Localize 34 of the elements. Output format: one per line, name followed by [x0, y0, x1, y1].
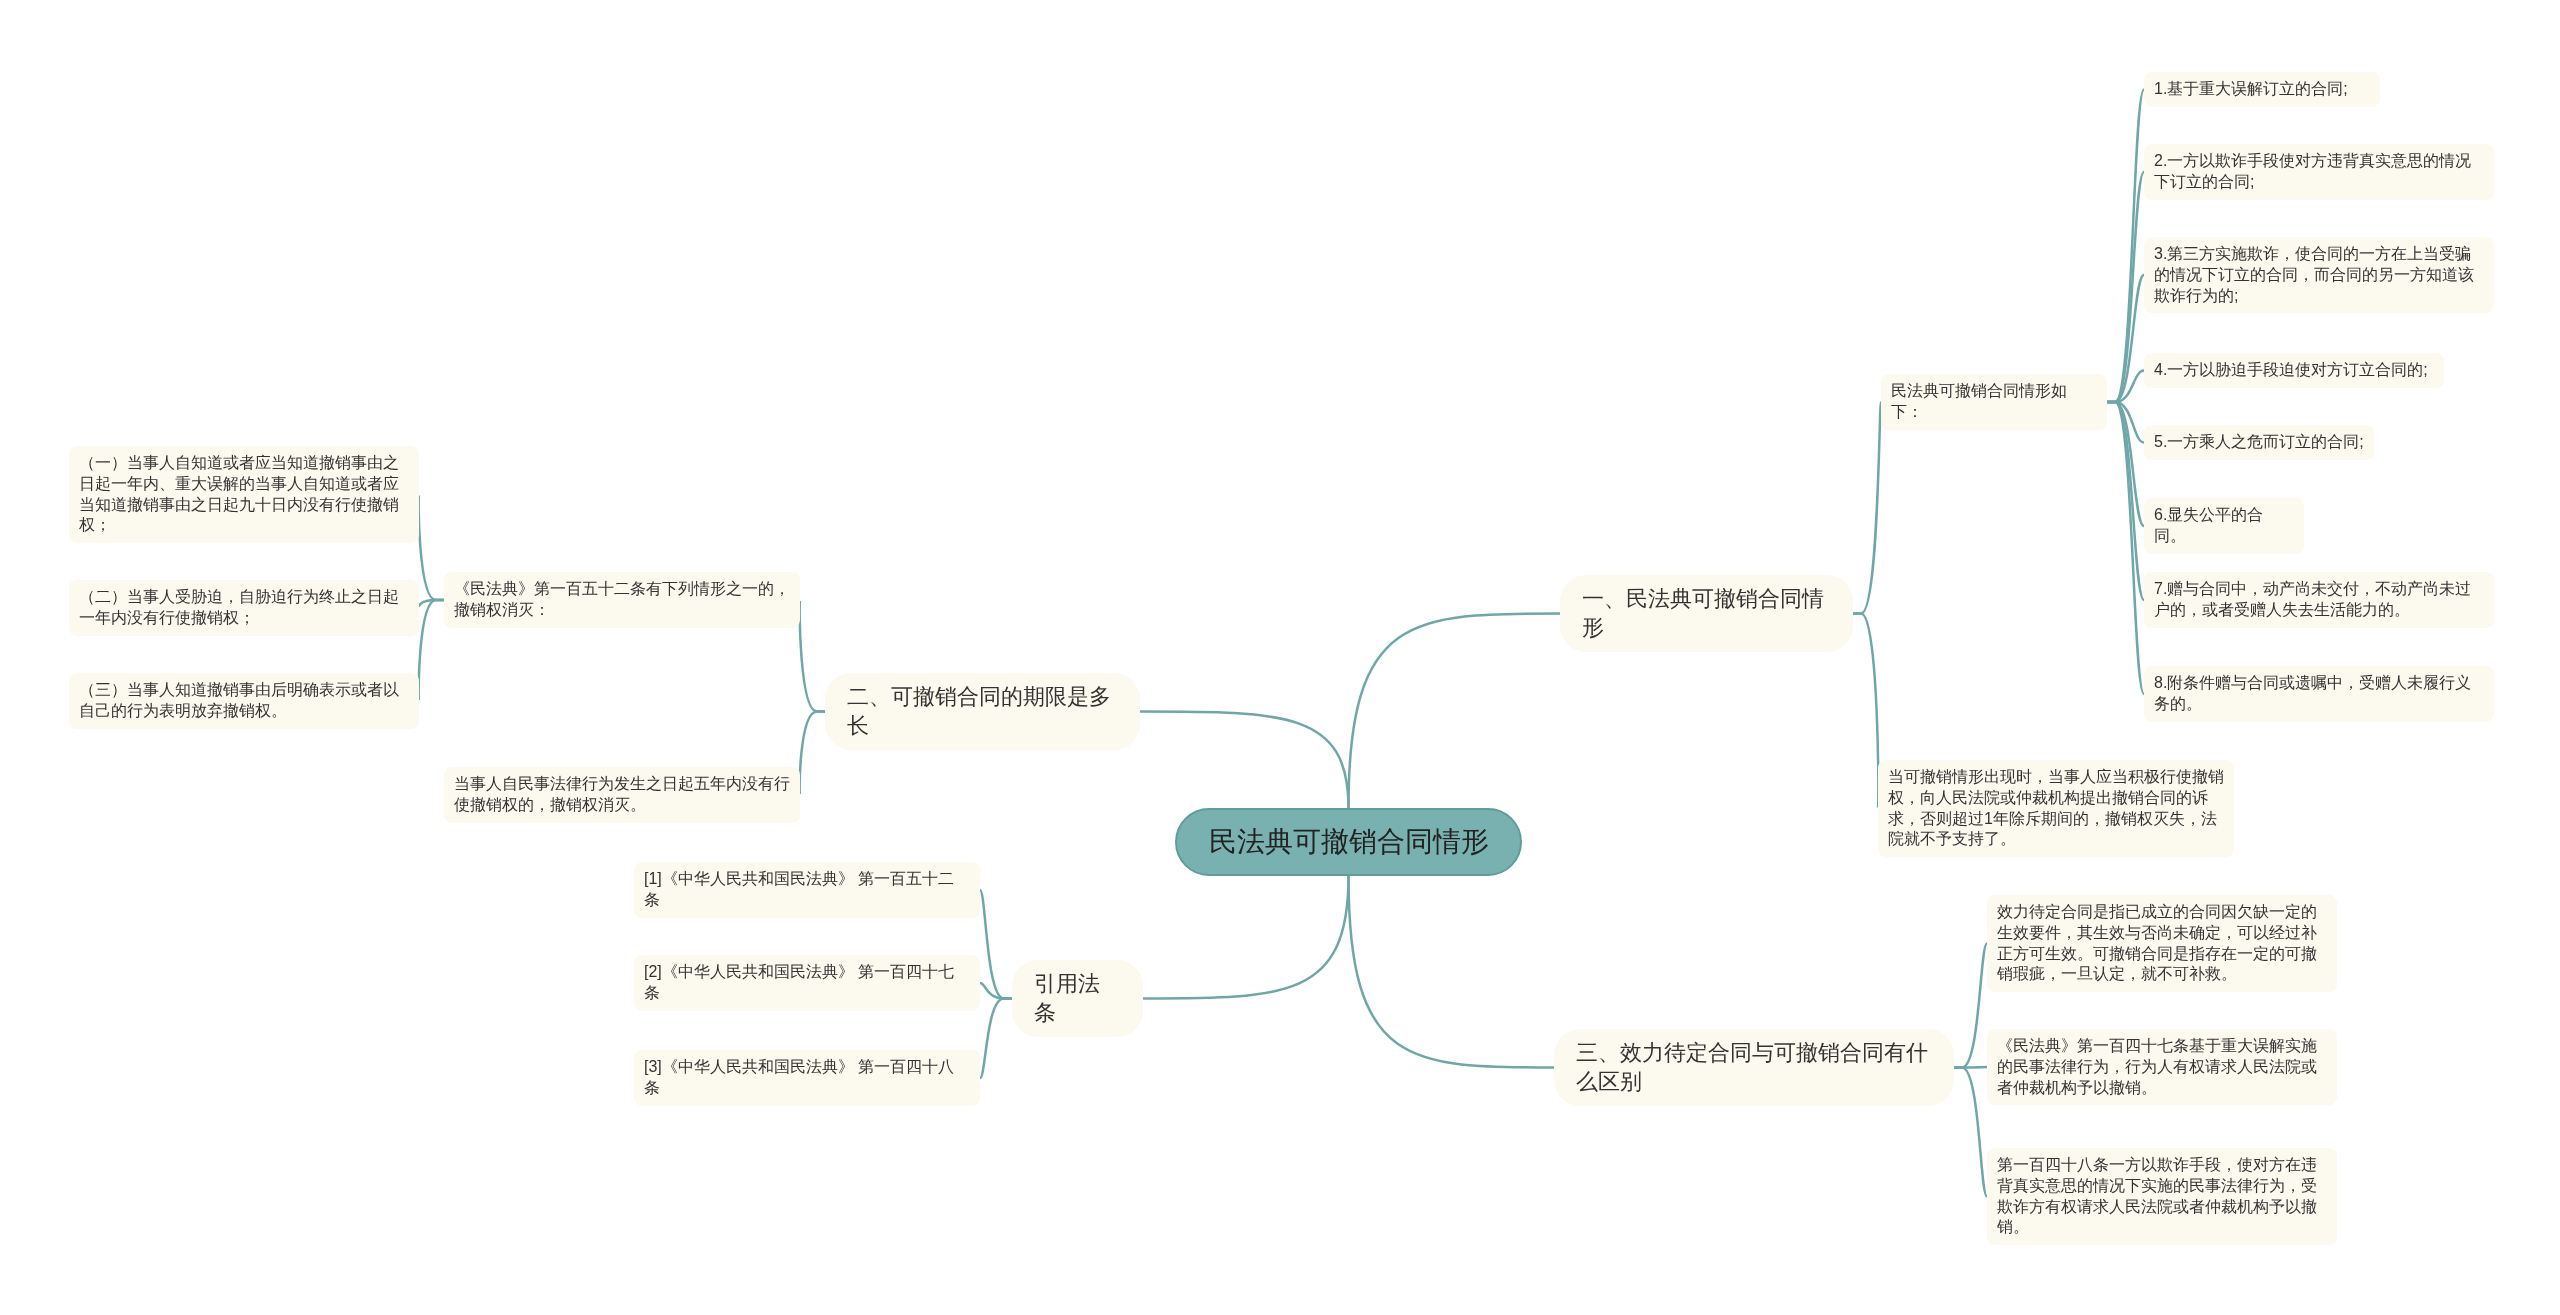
subtopic-box: （三）当事人知道撤销事由后明确表示或者以自己的行为表明放弃撤销权。 [69, 673, 419, 729]
central-topic: 民法典可撤销合同情形 [1175, 808, 1522, 877]
subtopic-box: 1.基于重大误解订立的合同; [2144, 72, 2380, 107]
subtopic-box: 7.赠与合同中，动产尚未交付，不动产尚未过户的，或者受赠人失去生活能力的。 [2144, 572, 2494, 628]
subtopic-box: 3.第三方实施欺诈，使合同的一方在上当受骗的情况下订立的合同，而合同的另一方知道该欺诈行为的; [2144, 237, 2494, 314]
subtopic-box: 效力待定合同是指已成立的合同因欠缺一定的生效要件，其生效与否尚未确定，可以经过补正方可生效。可撤销合同是指存在一定的可撤销瑕疵，一旦认定，就不可补救。 [1987, 895, 2337, 993]
subtopic-box: 4.一方以胁迫手段迫使对方订立合同的; [2144, 353, 2444, 388]
subtopic-box: 5.一方乘人之危而订立的合同; [2144, 425, 2374, 460]
connector-line [417, 598, 444, 702]
branch-topic: 三、效力待定合同与可撤销合同有什么区别 [1554, 1029, 1954, 1107]
subtopic-box: [1]《中华人民共和国民法典》 第一百五十二条 [634, 862, 980, 918]
connector-line [1954, 1066, 1989, 1198]
subtopic-box: 民法典可撤销合同情形如下： [1881, 374, 2107, 430]
branch-topic: 二、可撤销合同的期限是多长 [825, 673, 1140, 751]
connector-line [798, 710, 825, 796]
subtopic-box: 8.附条件赠与合同或遗嘱中，受赠人未履行义务的。 [2144, 666, 2494, 722]
branch-topic: 引用法条 [1012, 960, 1143, 1038]
connector-line [1853, 612, 1880, 809]
subtopic-box: [2]《中华人民共和国民法典》 第一百四十七条 [634, 955, 980, 1011]
connector-line [1140, 710, 1350, 809]
branch-topic: 一、民法典可撤销合同情形 [1560, 575, 1853, 653]
subtopic-box: 《民法典》第一百四十七条基于重大误解实施的民事法律行为，行为人有权请求人民法院或者仲裁机构予以撤销。 [1987, 1029, 2337, 1106]
subtopic-box: （二）当事人受胁迫，自胁迫行为终止之日起一年内没有行使撤销权； [69, 580, 419, 636]
subtopic-box: 2.一方以欺诈手段使对方违背真实意思的情况下订立的合同; [2144, 144, 2494, 200]
connector-line [978, 997, 1012, 1079]
subtopic-box: 《民法典》第一百五十二条有下列情形之一的，撤销权消灭： [444, 572, 800, 628]
subtopic-box: [3]《中华人民共和国民法典》 第一百四十八条 [634, 1050, 980, 1106]
subtopic-box: 当事人自民事法律行为发生之日起五年内没有行使撤销权的，撤销权消灭。 [444, 767, 800, 823]
subtopic-box: 第一百四十八条一方以欺诈手段，使对方在违背真实意思的情况下实施的民事法律行为，受欺诈方有权请求人民法院或者仲裁机构予以撤销。 [1987, 1148, 2337, 1246]
connector-line [1347, 875, 1554, 1069]
subtopic-box: 当可撤销情形出现时，当事人应当积极行使撤销权，向人民法院或仲裁机构提出撤销合同的诉求，否则超过1年除斥期间的，撤销权灭失，法院就不予支持了。 [1878, 760, 2234, 858]
subtopic-box: （一）当事人自知道或者应当知道撤销事由之日起一年内、重大误解的当事人自知道或者应当知道撤销事由之日起九十日内没有行使撤销权； [69, 446, 419, 544]
subtopic-box: 6.显失公平的合同。 [2144, 498, 2304, 554]
connector-line [2107, 400, 2146, 695]
